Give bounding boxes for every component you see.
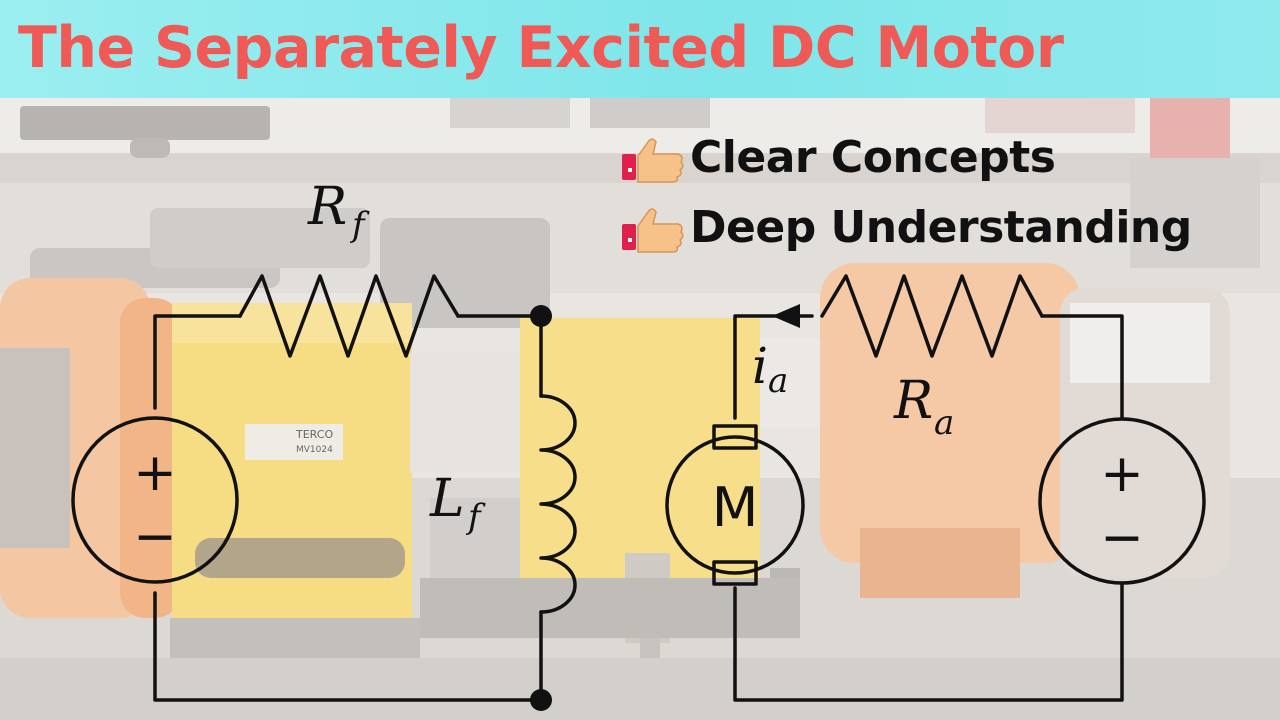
lab-photo-illustration: TERCO MV1024 xyxy=(0,98,1280,720)
armature-top-right-wire xyxy=(1040,314,1124,420)
field-top-junction xyxy=(530,305,552,327)
motor-label: M xyxy=(712,476,759,539)
armature-source-plus: + xyxy=(1100,444,1144,504)
field-source-minus: − xyxy=(133,507,177,567)
field-resistor-zigzag xyxy=(238,274,460,358)
field-inductor-symbol: L xyxy=(429,469,465,529)
field-bottom-wire xyxy=(153,591,543,702)
armature-current-symbol: i xyxy=(752,337,768,395)
armature-bottom-wire xyxy=(733,581,1124,702)
terco-brand-text: TERCO xyxy=(295,428,333,441)
armature-source-minus: − xyxy=(1100,508,1144,568)
field-source-plus: + xyxy=(133,443,177,503)
terco-model-text: MV1024 xyxy=(296,445,333,455)
field-inductor-subscript: f xyxy=(465,497,486,537)
field-voltage-source xyxy=(71,416,239,584)
motor-bottom-brush xyxy=(712,560,758,586)
highlight-clear-concepts: Clear Concepts xyxy=(618,132,1056,184)
page-title: The Separately Excited DC Motor xyxy=(18,15,1064,81)
thumbs-up-icon xyxy=(622,208,684,253)
armature-current-arrow xyxy=(772,304,800,328)
field-resistor-subscript: f xyxy=(349,205,370,245)
highlight-text: Deep Understanding xyxy=(690,202,1192,253)
field-resistor-symbol: R xyxy=(307,177,347,237)
thumbs-up-icon xyxy=(622,138,684,183)
field-bottom-junction xyxy=(530,689,552,711)
armature-resistor-subscript: a xyxy=(934,403,954,443)
circuit-diagram: + − + − M R f L f i a R a xyxy=(71,177,1206,711)
highlight-text: Clear Concepts xyxy=(690,132,1056,183)
motor-circle xyxy=(665,435,805,575)
field-top-left-wire xyxy=(153,314,242,410)
title-banner: The Separately Excited DC Motor xyxy=(0,0,1280,98)
armature-current-subscript: a xyxy=(768,361,788,401)
field-inductor-coil xyxy=(539,394,577,614)
armature-resistor-symbol: R xyxy=(893,371,933,431)
terco-label-plate xyxy=(245,424,343,460)
lab-photo-background: TERCO MV1024 xyxy=(0,98,1280,720)
highlight-deep-understanding: Deep Understanding xyxy=(618,202,1192,254)
motor-top-brush xyxy=(712,424,758,450)
armature-resistor-zigzag xyxy=(820,274,1044,358)
